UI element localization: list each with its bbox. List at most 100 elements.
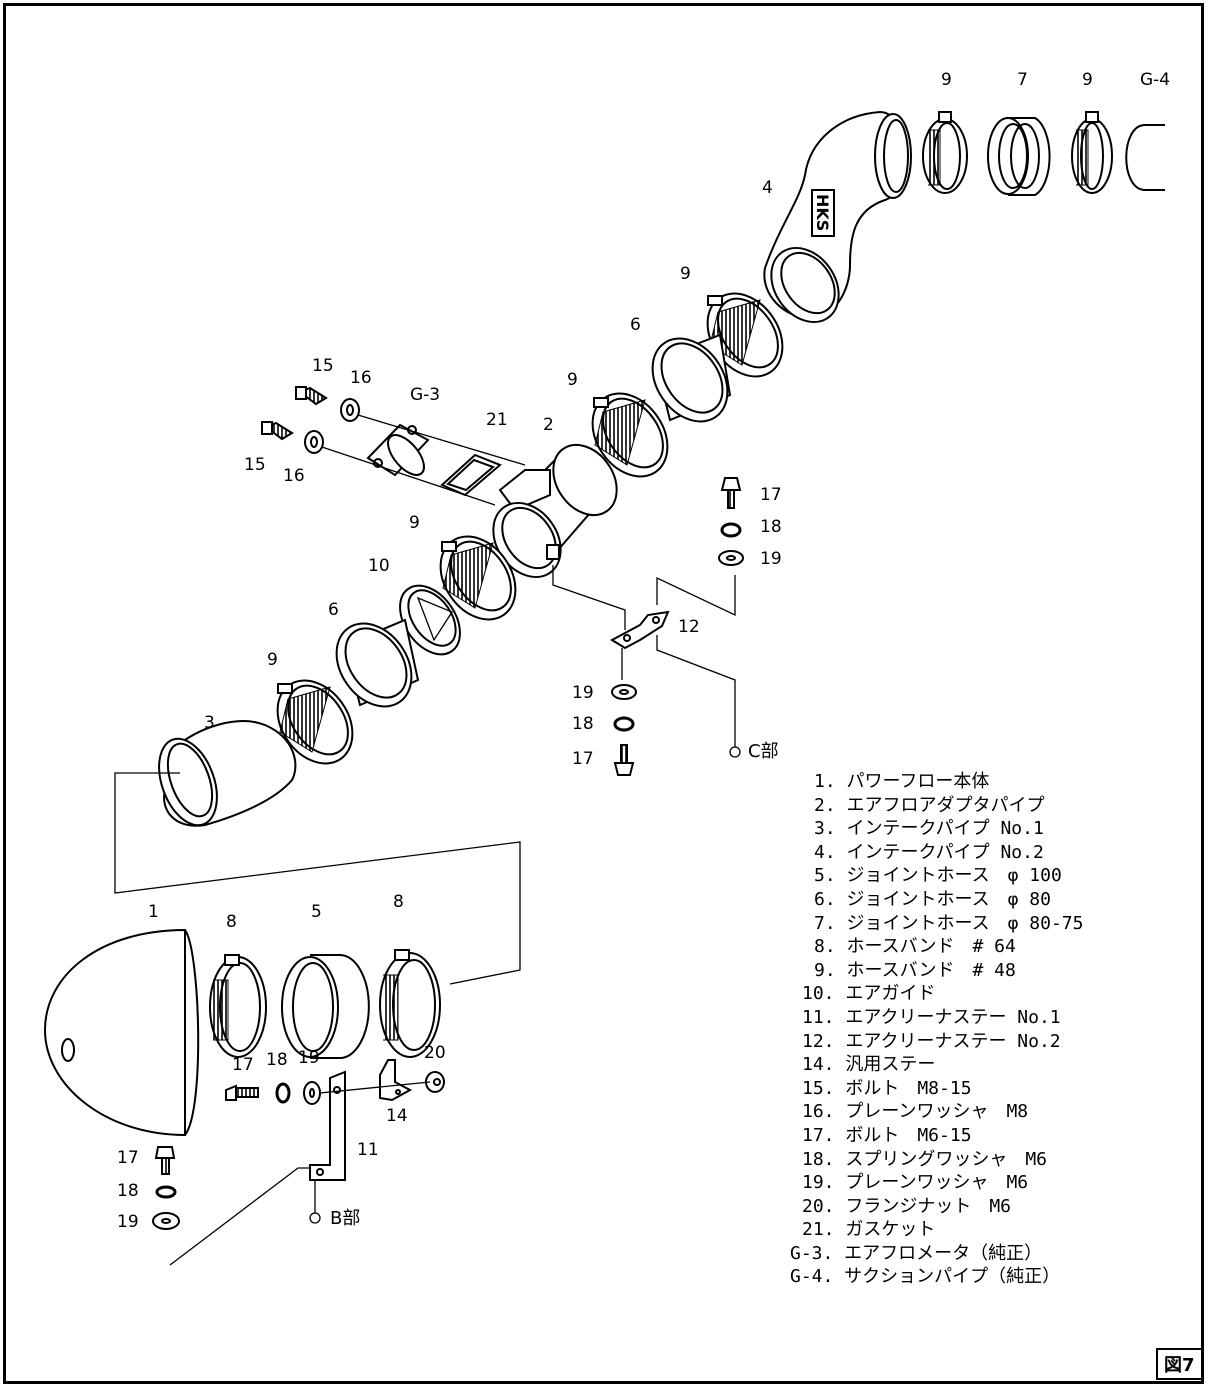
callout-6: 6 [630, 315, 641, 335]
callout-14: 14 [386, 1106, 408, 1126]
callout-3: 3 [204, 713, 215, 733]
callout-19: 19 [117, 1212, 139, 1232]
bolt-15-lower [261, 421, 294, 441]
callout-4: 4 [762, 178, 773, 198]
figure-frame [3, 3, 1204, 1384]
washer-19-bottom-left [152, 1212, 180, 1230]
air-cleaner-stay-12 [609, 610, 670, 650]
legend-item: 18. スプリングワッシャ M6 [802, 1148, 1048, 1170]
joint-hose-6-upper [651, 333, 732, 423]
callout-18: 18 [760, 517, 782, 537]
washer-19-right-top [718, 550, 744, 566]
connector-lines-right [552, 565, 741, 758]
callout-9: 9 [941, 70, 952, 90]
hose-band-9-lower-left [276, 679, 354, 765]
callout-17: 17 [760, 485, 782, 505]
washer-16-upper [340, 398, 360, 422]
legend-item: 6. ジョイントホース φ 80 [814, 888, 1051, 910]
universal-stay-14 [379, 1059, 413, 1102]
legend-item: 16. プレーンワッシャ M8 [802, 1101, 1029, 1123]
callout-9: 9 [567, 370, 578, 390]
legend-item: 20. フランジナット M6 [802, 1195, 1012, 1217]
callout-g3: G-3 [410, 385, 441, 405]
hose-band-9-mid-upper [706, 292, 784, 378]
washer-18-right-top [720, 522, 742, 538]
hose-band-9-lower-right [439, 535, 517, 621]
airflow-adapter-pipe [492, 443, 618, 579]
parts-legend: 1. パワーフロー本体 2. エアフロアダプタパイプ 3. インテークパイプ N… [790, 770, 1083, 1289]
callout-8: 8 [226, 912, 237, 932]
air-flow-meter-g3 [366, 423, 430, 477]
callout-12: 12 [678, 617, 700, 637]
callout-8: 8 [393, 892, 404, 912]
legend-item: 11. エアクリーナステー No.1 [802, 1006, 1061, 1028]
legend-item: 17. ボルト M6-15 [802, 1124, 972, 1146]
callout-17: 17 [117, 1148, 139, 1168]
bolt-17-bottom-left [154, 1146, 176, 1175]
washer-16-lower [304, 430, 324, 454]
callout-6: 6 [328, 600, 339, 620]
legend-item: 7. ジョイントホース φ 80-75 [814, 912, 1084, 934]
legend-item: G-4. サクションパイプ（純正） [790, 1266, 1061, 1288]
hose-band-9-top-right [1071, 111, 1113, 194]
callout-16: 16 [350, 368, 372, 388]
intake-pipe-no2: HKS [763, 110, 912, 324]
legend-item: 12. エアクリーナステー No.2 [802, 1030, 1061, 1052]
hose-band-8-right [379, 949, 441, 1058]
gasket-21 [440, 453, 502, 497]
washer-18-bottom-left [155, 1185, 177, 1199]
guide-lines-g3 [321, 414, 526, 506]
connector-lines-bottom [169, 1081, 431, 1266]
figure-number-label: 図7 [1156, 1348, 1203, 1380]
legend-item: 14. 汎用ステー [802, 1054, 936, 1076]
legend-item: 2. エアフロアダプタパイプ [814, 794, 1045, 816]
legend-item: 15. ボルト M8-15 [802, 1077, 972, 1099]
bolt-17-right-top [720, 477, 742, 509]
callout-19: 19 [572, 683, 594, 703]
callout-2: 2 [543, 415, 554, 435]
callout-7: 7 [1017, 70, 1028, 90]
joint-hose-6-lower [335, 618, 420, 708]
svg-text:HKS: HKS [813, 194, 832, 231]
callout-5: 5 [311, 902, 322, 922]
callout-9: 9 [1082, 70, 1093, 90]
legend-item: 8. ホースバンド # 64 [814, 936, 1016, 958]
callout-18: 18 [572, 714, 594, 734]
washer-19-right-bottom [611, 684, 637, 700]
callout-9: 9 [409, 513, 420, 533]
callout-9: 9 [267, 650, 278, 670]
bolt-17-right-bottom [613, 744, 635, 776]
bolt-15-upper [295, 386, 328, 406]
air-guide-10 [399, 584, 461, 656]
part-c-label: C部 [748, 741, 779, 762]
legend-item: 21. ガスケット [802, 1219, 936, 1241]
suction-pipe-g4 [1125, 124, 1165, 191]
legend-item: 10. エアガイド [802, 983, 936, 1005]
washer-18-right-bottom [613, 716, 635, 732]
legend-item: 1. パワーフロー本体 [814, 771, 990, 792]
callout-19: 19 [760, 549, 782, 569]
legend-item: 5. ジョイントホース φ 100 [814, 865, 1062, 887]
legend-item: G-3. エアフロメータ（純正） [790, 1242, 1043, 1264]
washer-19-bottom-row [303, 1081, 321, 1105]
hose-band-9-mid [591, 392, 669, 478]
callout-15: 15 [312, 356, 334, 376]
callout-18: 18 [117, 1181, 139, 1201]
power-flow-body [43, 928, 200, 1137]
callout-15: 15 [244, 455, 266, 475]
intake-pipe-no1 [158, 720, 297, 827]
bolt-17-bottom-row [225, 1084, 259, 1101]
hose-band-9-top-left [922, 111, 968, 194]
air-cleaner-stay-11 [309, 1070, 346, 1181]
callout-11: 11 [357, 1140, 379, 1160]
part-b-label: B部 [330, 1208, 361, 1229]
callout-18: 18 [266, 1050, 288, 1070]
callout-17: 17 [232, 1055, 254, 1075]
joint-hose-7 [987, 117, 1051, 196]
callout-19: 19 [298, 1048, 320, 1068]
callout-20: 20 [424, 1043, 446, 1063]
legend-item: 3. インテークパイプ No.1 [814, 818, 1044, 840]
hose-band-8-left [209, 954, 267, 1058]
